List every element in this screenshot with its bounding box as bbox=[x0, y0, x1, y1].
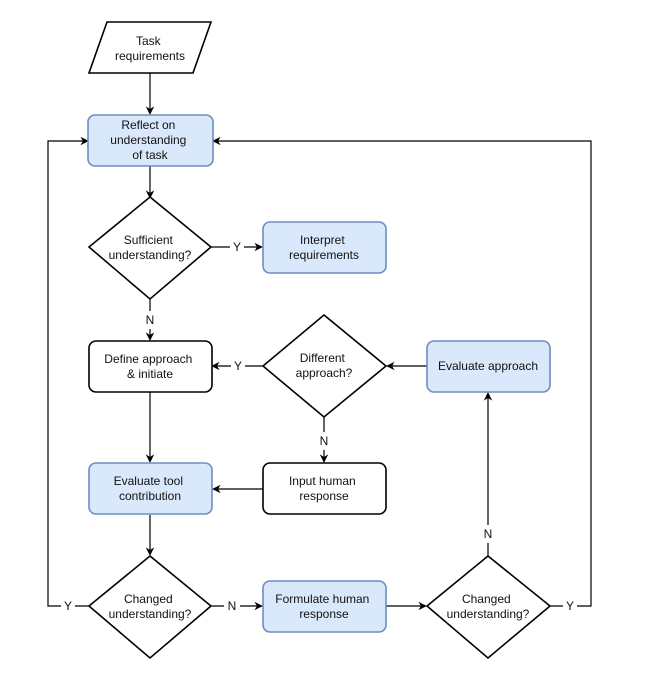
decision-changed-right-line-1: Changed bbox=[462, 592, 511, 606]
edge-label-changed-right-no: N bbox=[484, 527, 493, 541]
decision-sufficient-line-1: Sufficient bbox=[124, 233, 174, 247]
decision-changed-understanding-left: Changed understanding? bbox=[87, 554, 213, 660]
node-evaluate-tool-contribution: Evaluate tool contribution bbox=[88, 462, 213, 515]
svg-text:Different approach?: Different approach? bbox=[296, 351, 353, 380]
svg-text:Reflect on understanding: Reflect on understanding of task bbox=[110, 118, 189, 162]
edge-label-changed-right-yes: Y bbox=[566, 599, 574, 613]
edge-label-backgrounds bbox=[61, 238, 577, 615]
node-reflect-line-2: understanding bbox=[110, 133, 186, 147]
edge-changed-left-loop-to-reflect bbox=[47, 136, 89, 607]
svg-text:Interpret requirements: Interpret requirements bbox=[289, 233, 359, 262]
edge-label-changed-left-yes: Y bbox=[64, 599, 72, 613]
node-define-approach: Define approach & initiate bbox=[88, 340, 213, 393]
svg-text:Sufficient understanding: Sufficient understanding? bbox=[109, 233, 192, 262]
decision-changed-left-line-1: Changed bbox=[124, 592, 173, 606]
node-formulate-line-2: response bbox=[299, 607, 349, 621]
node-task-requirements-line-2: requirements bbox=[115, 49, 185, 63]
node-evaluate-approach: Evaluate approach bbox=[426, 340, 551, 393]
svg-text:Input human response: Input human response bbox=[289, 474, 359, 503]
edge-label-sufficient-no: N bbox=[146, 313, 155, 327]
node-formulate-human-response: Formulate human response bbox=[262, 580, 387, 633]
node-define-line-1: Define approach bbox=[104, 352, 192, 366]
svg-text:Task requirements: Task requirements bbox=[115, 34, 185, 63]
svg-text:Changed understanding?: Changed understanding? bbox=[109, 592, 192, 621]
svg-text:Evaluate tool contributi: Evaluate tool contribution bbox=[114, 474, 187, 503]
svg-text:Evaluate approach: Evaluate approach bbox=[438, 359, 538, 373]
decision-changed-left-line-2: understanding? bbox=[109, 607, 192, 621]
node-evaluate-approach-line-1: Evaluate approach bbox=[438, 359, 538, 373]
node-input-human-line-1: Input human bbox=[289, 474, 356, 488]
node-reflect-on-understanding: Reflect on understanding of task bbox=[87, 114, 214, 167]
decision-different-line-1: Different bbox=[300, 351, 346, 365]
node-input-human-line-2: response bbox=[299, 489, 349, 503]
decision-changed-understanding-right: Changed understanding? bbox=[425, 554, 552, 660]
edge-label-different-no: N bbox=[320, 434, 329, 448]
decision-sufficient-line-2: understanding? bbox=[109, 248, 192, 262]
node-task-requirements: Task requirements bbox=[87, 21, 213, 74]
edge-label-different-yes: Y bbox=[234, 359, 242, 373]
node-reflect-line-3: of task bbox=[132, 148, 168, 162]
node-input-human-response: Input human response bbox=[262, 462, 387, 515]
svg-text:Define approach & initia: Define approach & initiate bbox=[104, 352, 195, 381]
decision-changed-right-line-2: understanding? bbox=[447, 607, 530, 621]
svg-text:Formulate human response: Formulate human response bbox=[275, 592, 372, 621]
node-evaluate-tool-line-2: contribution bbox=[119, 489, 181, 503]
node-define-line-2: & initiate bbox=[127, 367, 173, 381]
edge-label-changed-left-no: N bbox=[228, 599, 237, 613]
node-task-requirements-line-1: Task bbox=[136, 34, 162, 48]
node-interpret-line-2: requirements bbox=[289, 248, 359, 262]
decision-different-approach: Different approach? bbox=[261, 313, 388, 419]
node-interpret-requirements: Interpret requirements bbox=[262, 221, 387, 274]
edge-label-sufficient-yes: Y bbox=[233, 240, 241, 254]
decision-sufficient-understanding: Sufficient understanding? bbox=[87, 195, 213, 301]
edge-labels: Y N Y N Y N N Y bbox=[64, 240, 574, 613]
node-interpret-line-1: Interpret bbox=[300, 233, 345, 247]
svg-text:Changed understanding?: Changed understanding? bbox=[447, 592, 530, 621]
node-formulate-line-1: Formulate human bbox=[275, 592, 369, 606]
decision-different-line-2: approach? bbox=[296, 366, 353, 380]
node-reflect-line-1: Reflect on bbox=[121, 118, 175, 132]
node-evaluate-tool-line-1: Evaluate tool bbox=[114, 474, 183, 488]
